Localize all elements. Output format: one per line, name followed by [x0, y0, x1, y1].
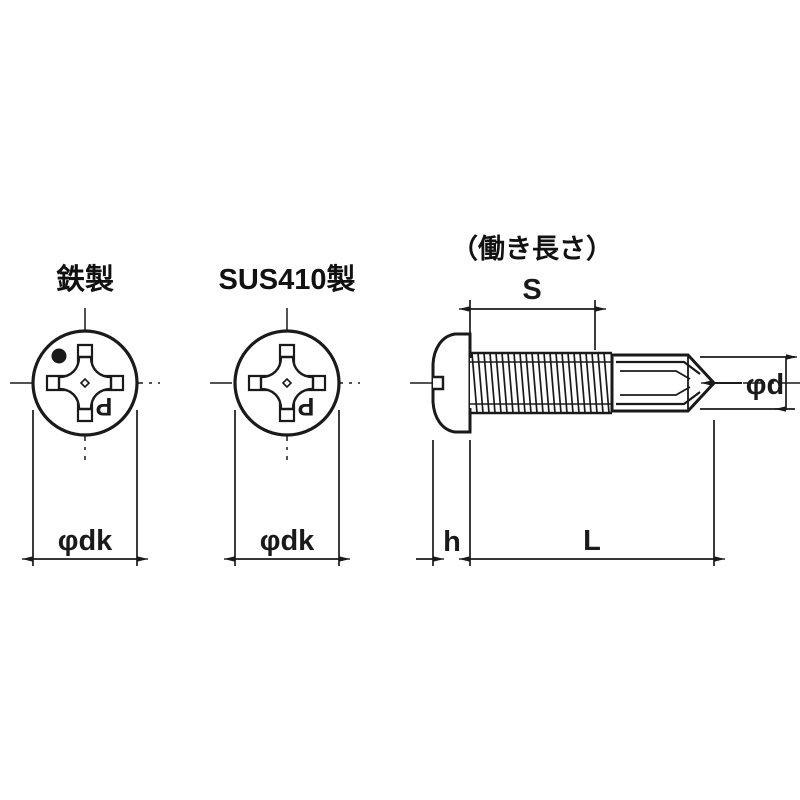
drill-point-body	[610, 353, 717, 413]
recess-mark-sus: P	[298, 392, 315, 420]
dimension-label-dk-steel: φdk	[58, 525, 113, 557]
screw-head-profile	[431, 332, 472, 434]
drill-flute-inner-upper	[620, 370, 691, 380]
drill-flute-inner-lower	[620, 386, 691, 396]
dimension-label-s: S	[522, 274, 541, 306]
head-view-steel: P φdk 鉄製	[10, 262, 160, 566]
material-mark-dot	[51, 348, 67, 364]
thread-profile-lines	[471, 352, 610, 414]
working-length-note: （働き長さ）	[451, 234, 613, 264]
dimension-label-phid: φd	[746, 369, 784, 401]
head-view-sus410: P φdk SUS410製	[210, 263, 360, 566]
side-view-screw: S （働き長さ） φd h L	[410, 234, 800, 566]
dimension-label-l: L	[583, 525, 601, 557]
recess-slot-side	[433, 375, 445, 391]
view-title-sus410: SUS410製	[218, 263, 355, 296]
dimension-label-dk-sus: φdk	[260, 525, 315, 557]
drill-flute-upper	[616, 360, 701, 375]
dimension-label-h: h	[443, 526, 461, 558]
recess-mark-steel: P	[96, 392, 113, 420]
view-title-steel: 鉄製	[56, 262, 114, 296]
drill-flute-lower	[616, 391, 701, 406]
